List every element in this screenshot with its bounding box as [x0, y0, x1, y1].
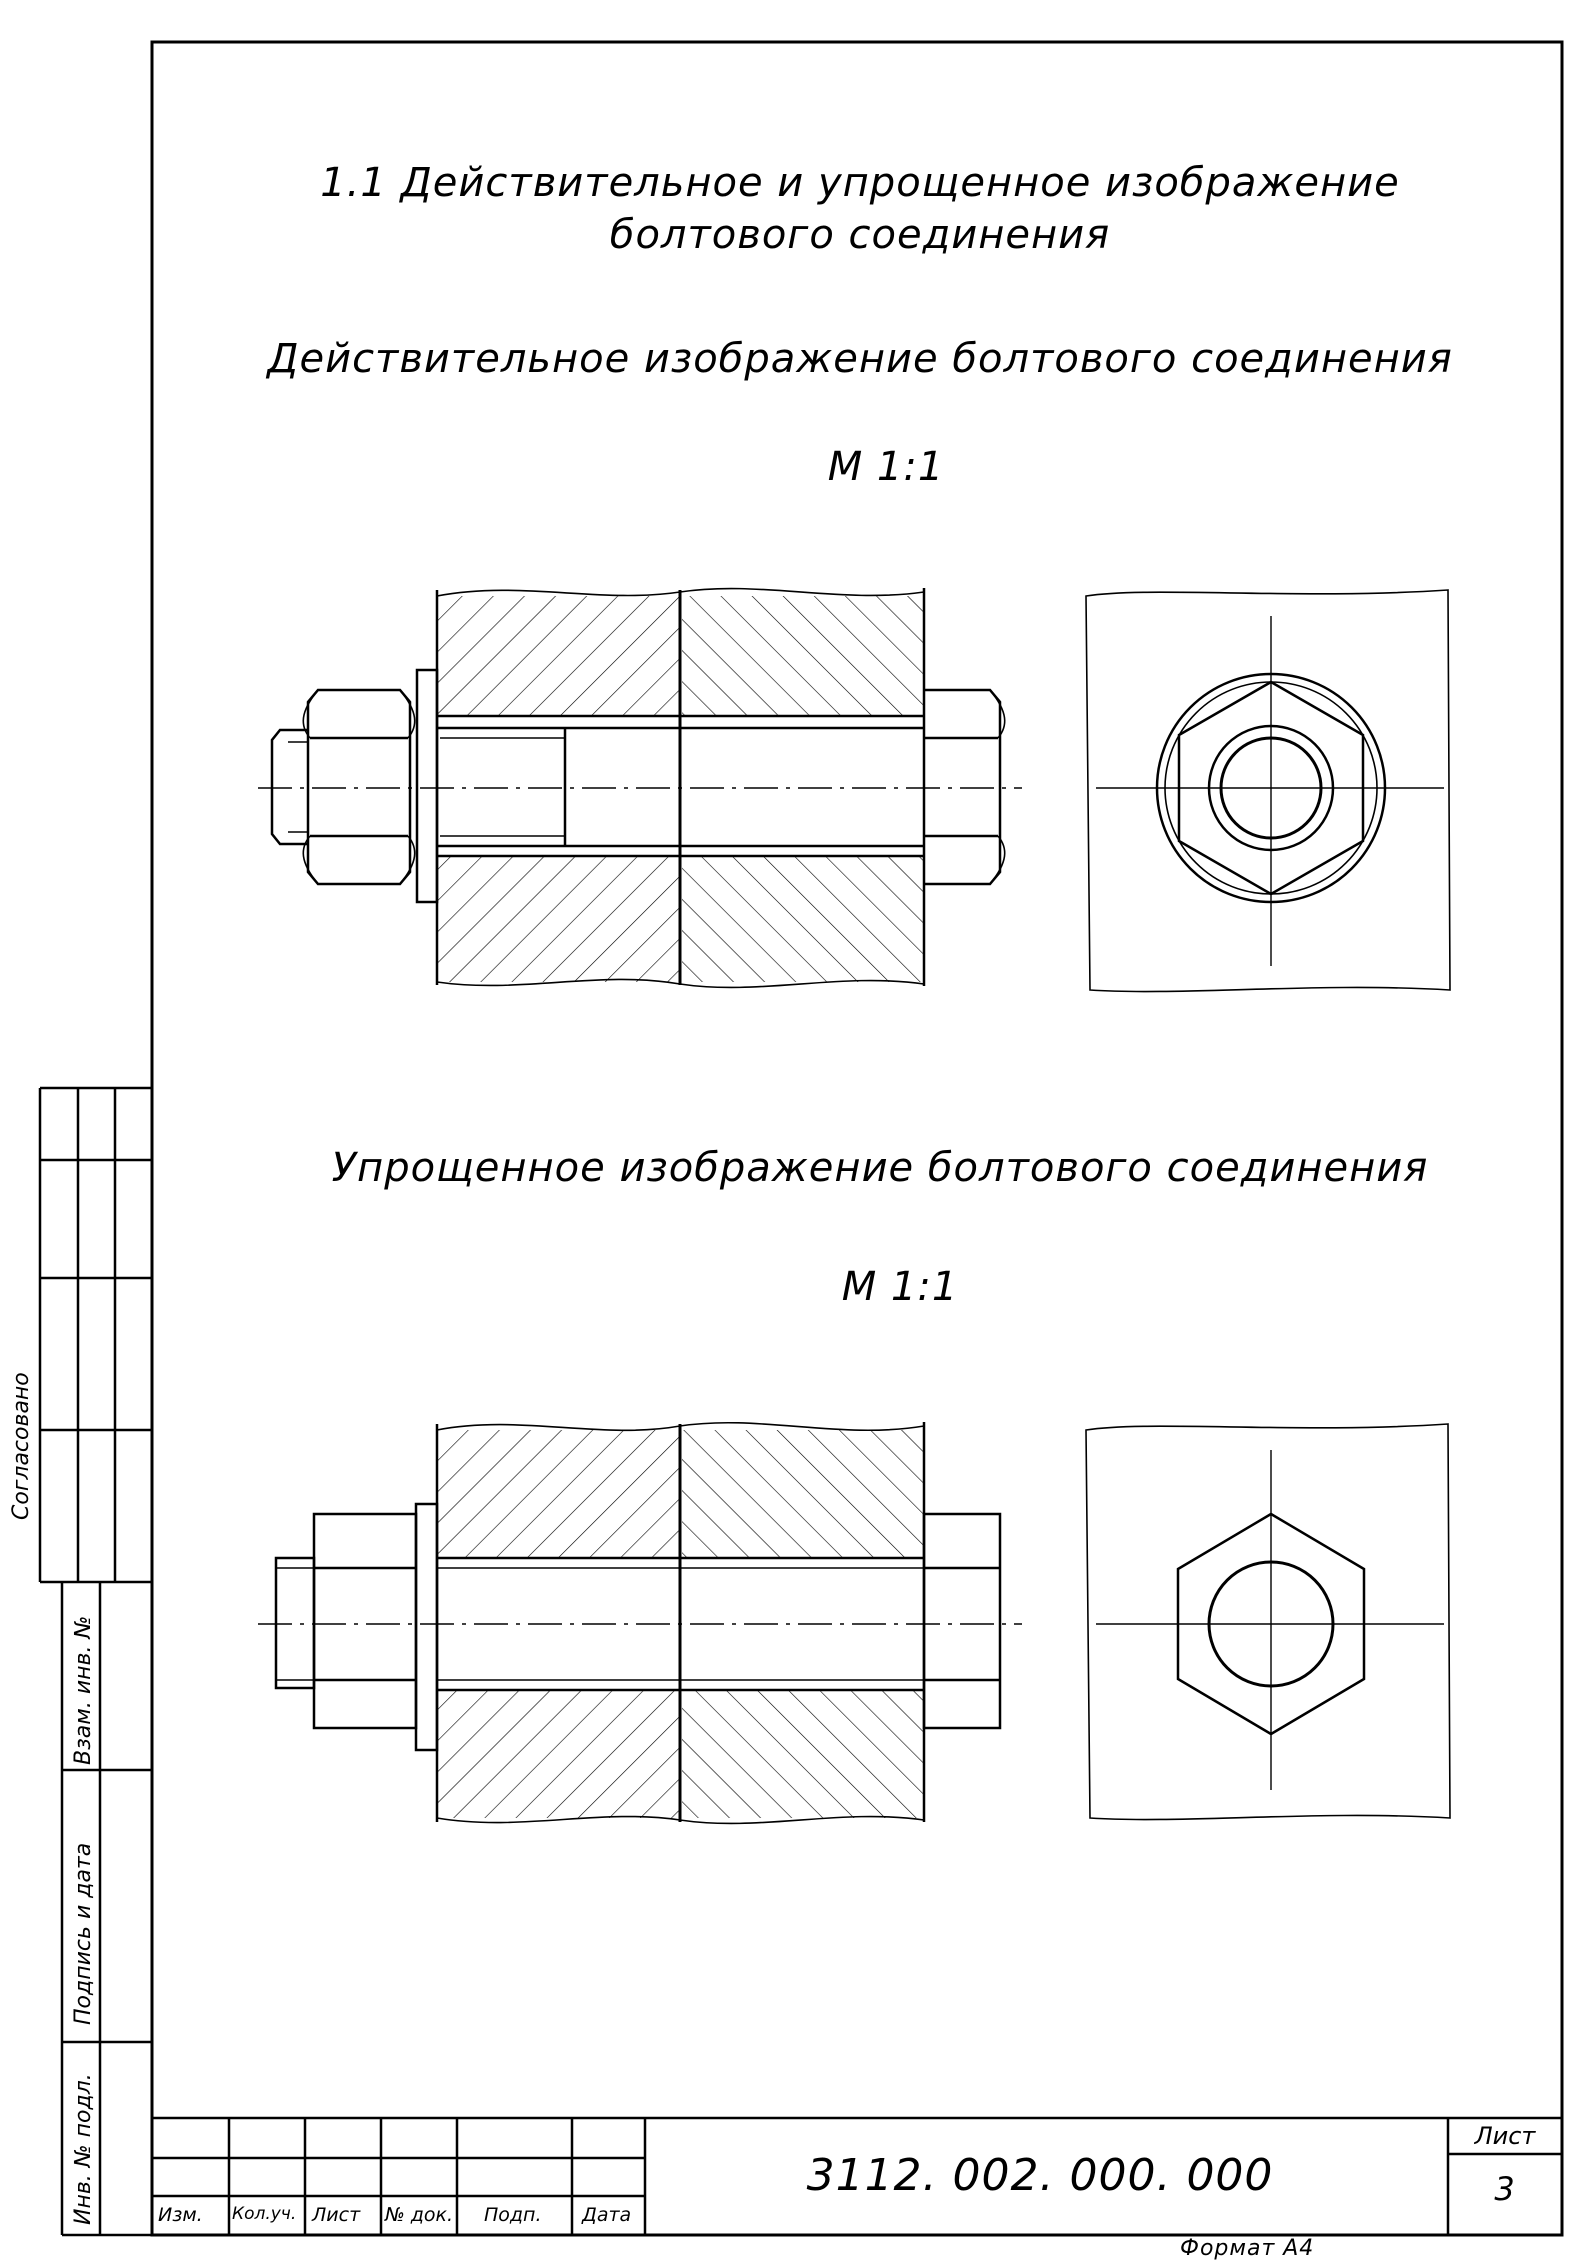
- title-block-col-izm: Изм.: [158, 2204, 203, 2226]
- simplified-section-scale: М 1:1: [841, 1264, 959, 1310]
- simplified-joint-view: [1085, 1423, 1451, 1821]
- sheet-frame: [150, 40, 1564, 2237]
- replace-inv-label: Взам. инв. №: [71, 1616, 96, 1765]
- inv-orig-label: Инв. № подл.: [71, 2073, 96, 2225]
- actual-section-scale: М 1:1: [827, 444, 945, 490]
- sign-date-label: Подпись и дата: [71, 1843, 96, 2025]
- sheet-label: Лист: [1474, 2122, 1536, 2150]
- actual-joint-view: [1085, 589, 1451, 993]
- title-block-col-kolich: Кол.уч.: [232, 2204, 297, 2224]
- title-block-col-doc: № док.: [385, 2204, 454, 2226]
- title-block-col-list: Лист: [312, 2204, 361, 2226]
- page-title-line2: болтового соединения: [609, 212, 1111, 258]
- side-stamp-upper: [38, 1086, 152, 1584]
- format-label: Формат А4: [1180, 2236, 1315, 2261]
- agreed-label: Согласовано: [9, 1372, 34, 1520]
- simplified-joint-section: [258, 1421, 1022, 1825]
- actual-joint-section: [258, 587, 1022, 989]
- actual-section-heading: Действительное изображение болтового сое…: [267, 336, 1453, 382]
- document-code: 3112. 002. 000. 000: [806, 2150, 1274, 2201]
- page-title-line1: 1.1 Действительное и упрощенное изображе…: [320, 160, 1400, 206]
- sheet-number: 3: [1494, 2170, 1516, 2208]
- side-stamp-lower: [60, 1582, 152, 2237]
- simplified-section-heading: Упрощенное изображение болтового соедине…: [331, 1145, 1429, 1191]
- title-block-grid: [152, 2116, 1562, 2235]
- title-block-col-date: Дата: [582, 2204, 632, 2226]
- title-block-col-sign: Подп.: [484, 2204, 542, 2226]
